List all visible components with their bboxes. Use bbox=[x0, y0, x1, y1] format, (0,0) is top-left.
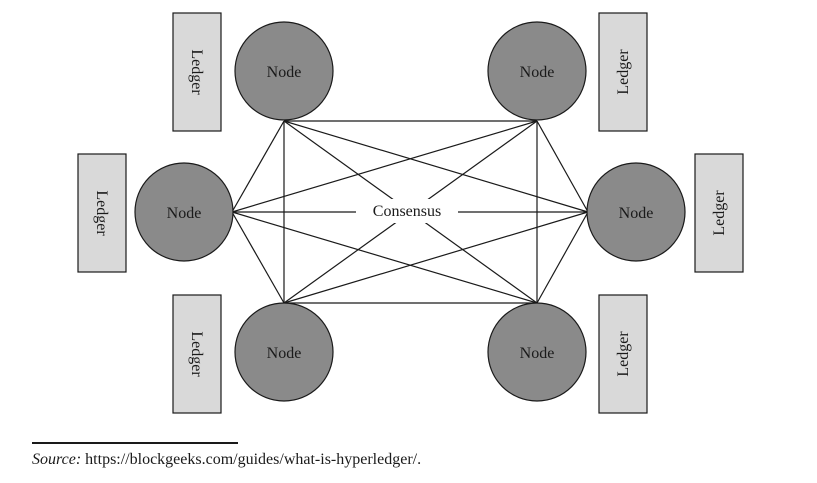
edge-tl-mr bbox=[283, 120, 589, 213]
ledger-box-bottom-right bbox=[598, 294, 648, 414]
node-circle-top-left bbox=[234, 21, 334, 121]
consensus-label-bg bbox=[358, 199, 456, 223]
node-circle-middle-right bbox=[586, 162, 686, 262]
node-label-middle-left: Node bbox=[167, 205, 202, 222]
source-citation: Source: https://blockgeeks.com/guides/wh… bbox=[32, 451, 421, 469]
consensus-label: Consensus bbox=[373, 203, 441, 220]
ledger-box-middle-left bbox=[77, 153, 127, 273]
source-divider bbox=[32, 442, 238, 444]
edge-tr-mr bbox=[536, 120, 589, 213]
ledger-box-middle-right bbox=[694, 153, 744, 273]
ledger-label-bottom-left: Ledger bbox=[188, 331, 205, 377]
ledger-box-bottom-left bbox=[172, 294, 222, 414]
source-label: Source: bbox=[32, 451, 82, 468]
node-label-bottom-right: Node bbox=[520, 345, 555, 362]
node-circle-bottom-right bbox=[487, 302, 587, 402]
node-label-middle-right: Node bbox=[619, 205, 654, 222]
edge-ml-bl bbox=[231, 211, 285, 304]
node-label-top-left: Node bbox=[267, 64, 302, 81]
edge-mr-bl bbox=[283, 211, 589, 304]
node-circle-bottom-left bbox=[234, 302, 334, 402]
node-circle-top-right bbox=[487, 21, 587, 121]
node-label-bottom-left: Node bbox=[267, 345, 302, 362]
source-url: https://blockgeeks.com/guides/what-is-hy… bbox=[81, 451, 422, 468]
ledger-label-top-left: Ledger bbox=[188, 49, 205, 95]
ledger-label-middle-right: Ledger bbox=[711, 190, 728, 236]
ledger-box-top-right bbox=[598, 12, 648, 132]
edge-mr-br bbox=[536, 211, 589, 304]
ledger-box-top-left bbox=[172, 12, 222, 132]
ledgers: Ledger Ledger Ledger Ledger Ledger Ledge… bbox=[77, 12, 744, 414]
node-circle-middle-left bbox=[134, 162, 234, 262]
node-label-top-right: Node bbox=[520, 64, 555, 81]
ledger-label-middle-left: Ledger bbox=[93, 190, 110, 236]
edge-tl-ml bbox=[231, 120, 285, 213]
edge-ml-br bbox=[231, 211, 538, 304]
ledger-label-top-right: Ledger bbox=[615, 49, 632, 95]
ledger-label-bottom-right: Ledger bbox=[615, 331, 632, 377]
nodes: Node Node Node Node Node Node bbox=[134, 21, 686, 402]
network-diagram: Consensus Ledger Ledger Ledger Ledger Le… bbox=[77, 12, 744, 414]
edge-tr-ml bbox=[231, 120, 538, 213]
